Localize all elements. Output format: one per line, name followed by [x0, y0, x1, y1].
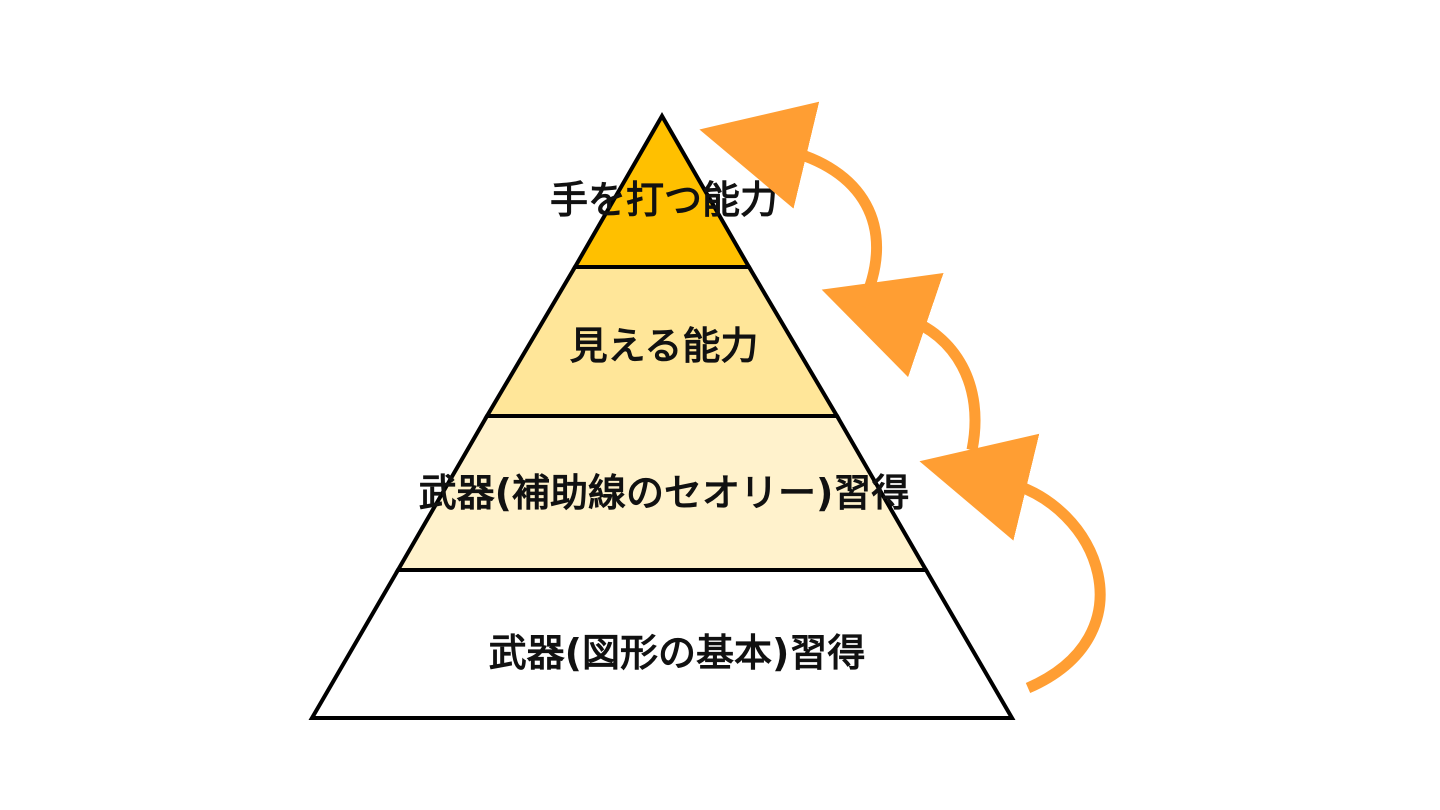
pyramid-tier-4: 武器(図形の基本)習得: [308, 568, 1016, 720]
pyramid-tier-2: 見える能力: [483, 265, 841, 418]
pyramid-tier-1: 手を打つ能力: [550, 111, 778, 269]
curved-up-arrow-icon: [919, 433, 1106, 694]
tier-1-label: 手を打つ能力: [550, 178, 778, 222]
curved-up-arrow-icon: [699, 101, 883, 309]
tier-3-label: 武器(補助線のセオリー)習得: [419, 471, 910, 515]
curved-up-arrow-icon: [821, 273, 981, 452]
tier-4-label: 武器(図形の基本)習得: [489, 631, 866, 675]
tier-4-shape: [308, 568, 1016, 720]
pyramid-tier-3: 武器(補助線のセオリー)習得: [394, 414, 930, 572]
progression-arrows: [699, 101, 1106, 694]
tier-2-label: 見える能力: [570, 324, 759, 368]
